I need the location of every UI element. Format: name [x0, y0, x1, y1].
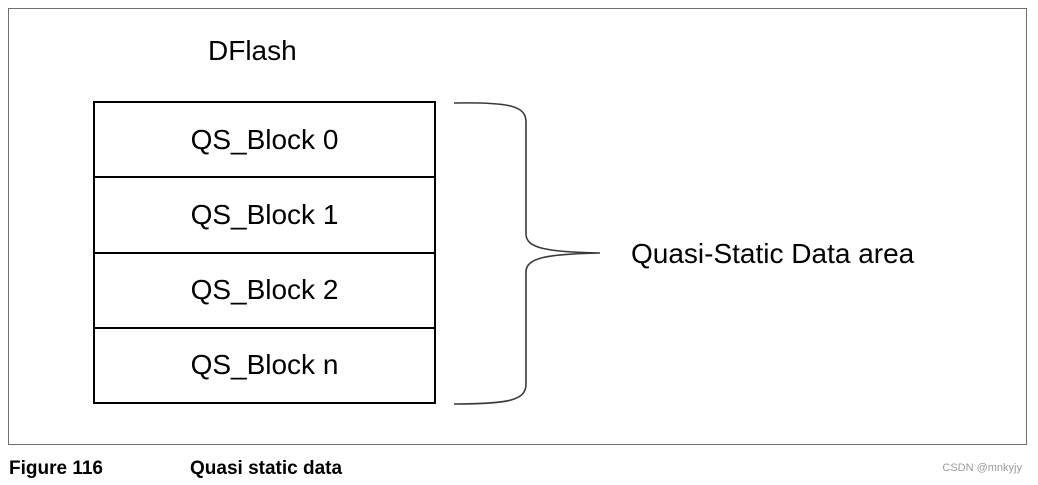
qs-block-1: QS_Block 1: [95, 178, 434, 254]
qs-block-0: QS_Block 0: [95, 103, 434, 179]
dflash-title: DFlash: [208, 35, 297, 66]
watermark: CSDN @mnkyjy: [942, 462, 1022, 474]
qs-block-n: QS_Block n: [190, 349, 339, 381]
curly-brace-icon: [453, 102, 601, 405]
qs-block-2: QS_Block 2: [95, 254, 434, 329]
quasi-static-area-label: Quasi-Static Data area: [631, 238, 915, 269]
memory-block-stack: QS_Block 0 QS_Block 1 QS_Block 2 QS_Bloc…: [93, 101, 436, 404]
figure-number: Figure 116: [9, 458, 103, 479]
figure-caption: Quasi static data: [190, 458, 343, 479]
diagram-frame: [8, 8, 1027, 445]
brace-path: [453, 102, 601, 405]
